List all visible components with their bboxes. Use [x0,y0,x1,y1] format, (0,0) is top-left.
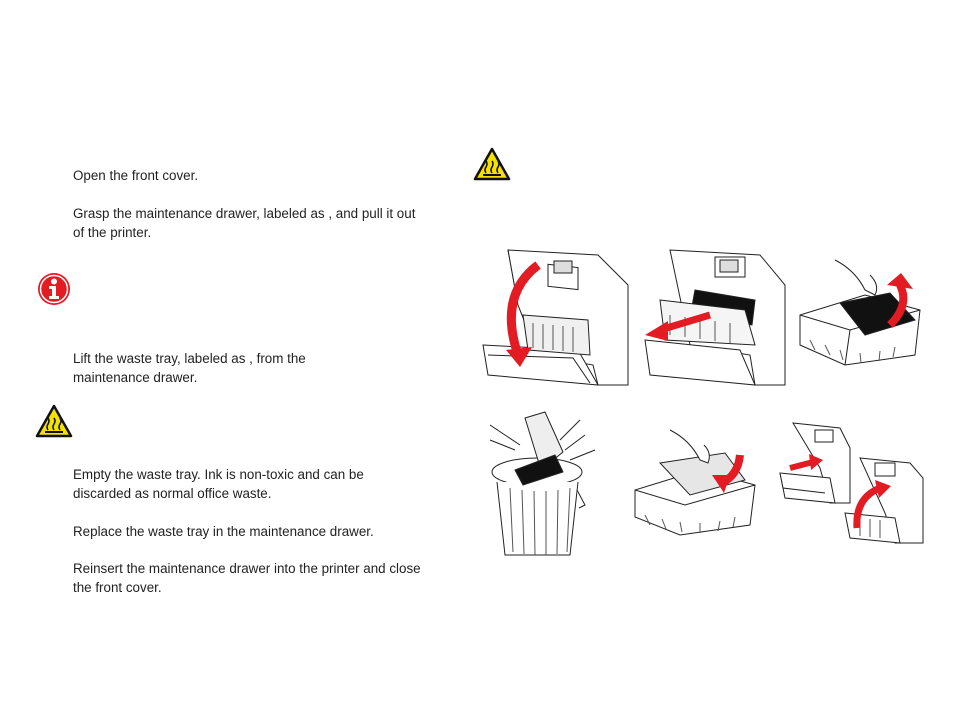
hot-surface-warning-icon [35,404,73,438]
illustration-lift-tray [795,255,925,370]
step-lift-tray: Lift the waste tray, labeled as , from t… [73,351,306,385]
step-grasp-drawer: Grasp the maintenance drawer, labeled as… [73,206,416,240]
illustration-reinsert-drawer [775,418,925,548]
info-icon [37,272,71,306]
illustration-open-cover [478,245,633,395]
hot-surface-warning-icon [473,147,511,181]
illustration-empty-tray [485,410,610,560]
step-open-cover: Open the front cover. [73,168,199,183]
illustration-pull-drawer [640,245,795,395]
step-reinsert-drawer: Reinsert the maintenance drawer into the… [73,561,421,595]
step-empty-tray: Empty the waste tray. Ink is non-toxic a… [73,467,364,501]
step-replace-tray: Replace the waste tray in the maintenanc… [73,524,374,539]
illustration-replace-tray [630,425,765,540]
